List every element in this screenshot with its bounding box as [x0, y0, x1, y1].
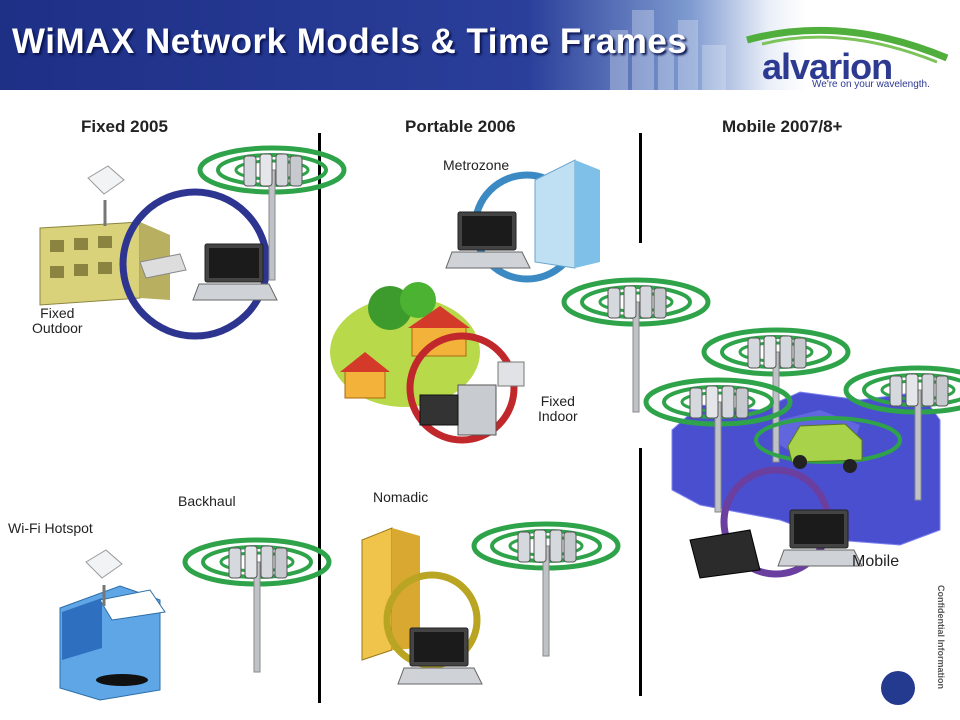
label-backhaul: Backhaul	[178, 493, 236, 509]
divider-line-fixed-portable	[318, 133, 321, 703]
logo-swoosh-icon	[746, 26, 949, 64]
label-nomadic: Nomadic	[373, 489, 429, 505]
logo-wordmark: alvarion	[762, 46, 893, 87]
label-fixed-indoor: Fixed Indoor	[538, 394, 578, 424]
mobile-scene	[646, 330, 960, 579]
nomadic-scene	[361, 524, 618, 685]
alvarion-logo: alvarion We're on your wavelength.	[742, 18, 954, 96]
slide-title: WiMAX Network Models & Time Frames	[12, 22, 688, 61]
wifi-hotspot-scene	[59, 540, 329, 701]
fixed-outdoor-scene	[39, 148, 344, 340]
label-fixed-indoor-line1: Fixed	[540, 393, 575, 409]
label-wifi-hotspot: Wi-Fi Hotspot	[8, 520, 93, 536]
column-heading-fixed: Fixed 2005	[81, 117, 168, 136]
label-fixed-indoor-line2: Indoor	[538, 408, 578, 424]
label-fixed-outdoor-line2: Outdoor	[32, 320, 83, 336]
label-metrozone: Metrozone	[443, 157, 510, 173]
label-fixed-outdoor-line1: Fixed	[40, 305, 75, 321]
footer-dot	[881, 671, 915, 705]
column-heading-mobile: Mobile 2007/8+	[722, 117, 843, 136]
label-mobile: Mobile	[852, 553, 900, 570]
divider-line-portable-mobile-top	[639, 133, 642, 243]
confidential-notice: Confidential Information	[936, 585, 946, 689]
logo-tagline: We're on your wavelength.	[812, 79, 930, 90]
fixed-indoor-scene	[330, 280, 708, 444]
city-skyline-graphic	[610, 10, 726, 90]
divider-line-portable-mobile-bottom	[639, 448, 642, 696]
header-banner: WiMAX Network Models & Time Frames	[0, 0, 960, 90]
metrozone-scene	[445, 159, 600, 283]
label-fixed-outdoor: Fixed Outdoor	[32, 306, 83, 336]
column-heading-portable: Portable 2006	[405, 117, 516, 136]
